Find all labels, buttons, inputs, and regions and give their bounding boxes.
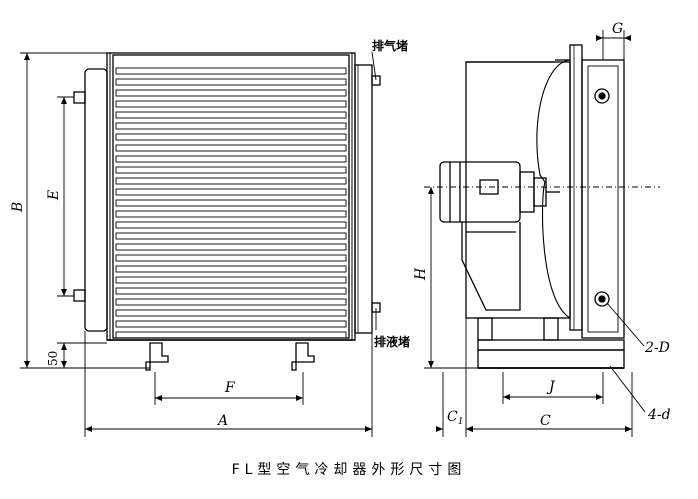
fin-row xyxy=(115,155,347,163)
upper-bolt-hole xyxy=(594,88,610,104)
base-channel xyxy=(477,349,625,369)
fin-row xyxy=(115,254,347,262)
fin-row xyxy=(115,232,347,240)
dim-E-label: E xyxy=(46,190,62,201)
fin-row xyxy=(115,177,347,185)
base-block-right xyxy=(543,317,559,341)
core-side xyxy=(569,44,583,331)
lower-bolt-hole xyxy=(594,291,610,307)
side-view xyxy=(439,44,625,369)
fin-row xyxy=(115,265,347,273)
right-header-box xyxy=(354,64,373,334)
nozzle-top xyxy=(73,91,86,104)
fan-shroud xyxy=(465,61,571,319)
dim-G-label: G xyxy=(612,21,623,37)
fin-row xyxy=(115,287,347,295)
side-dimensions xyxy=(424,30,660,437)
fin-rows xyxy=(115,67,347,339)
front-view xyxy=(73,52,381,371)
fan-blade xyxy=(536,59,571,319)
dim-F-label: F xyxy=(224,380,236,396)
dim-C-label: C xyxy=(540,413,551,429)
fin-row xyxy=(115,78,347,86)
motor-flange xyxy=(519,171,535,213)
dim-50-label: 50 xyxy=(46,351,60,366)
fin-row xyxy=(115,89,347,97)
foot-right xyxy=(291,342,315,371)
fin-row xyxy=(115,67,347,75)
dim-B-label: B xyxy=(10,202,26,213)
fin-row xyxy=(115,298,347,306)
fin-row xyxy=(115,199,347,207)
label-4d: 4-d xyxy=(647,407,671,423)
fin-row xyxy=(115,320,347,328)
dim-A-label: A xyxy=(216,413,228,429)
fin-row xyxy=(115,100,347,108)
left-header-box xyxy=(84,68,108,332)
fin-row xyxy=(115,133,347,141)
fin-row xyxy=(115,122,347,130)
label-vent-plug: 排气堵 xyxy=(372,38,408,53)
base-block-left xyxy=(477,317,493,341)
core-inner xyxy=(112,54,350,339)
vent-plug xyxy=(371,75,381,86)
fin-row xyxy=(115,210,347,218)
labels: 排气堵 排液堵 2-D 4-d B E 50 F A H G J C C1 FL… xyxy=(10,21,671,478)
fan-hub xyxy=(533,177,547,207)
fin-row xyxy=(115,111,347,119)
fin-row xyxy=(115,276,347,284)
motor-bracket xyxy=(461,222,521,311)
dim-C1-sub: 1 xyxy=(458,417,464,427)
dim-C1-label: C1 xyxy=(447,409,463,427)
fin-row xyxy=(115,309,347,317)
front-dimensions xyxy=(20,51,377,437)
nozzle-bottom xyxy=(73,289,86,302)
fin-row xyxy=(115,188,347,196)
fin-row xyxy=(115,221,347,229)
fin-row xyxy=(115,144,347,152)
base-plate xyxy=(477,339,625,351)
figure-caption: FL型空气冷却器外形尺寸图 xyxy=(232,462,467,478)
dim-H-label: H xyxy=(413,267,429,281)
label-2D: 2-D xyxy=(644,340,670,356)
fin-row xyxy=(115,166,347,174)
fin-row xyxy=(115,331,347,339)
dim-C1-base: C xyxy=(447,409,458,425)
fin-row xyxy=(115,243,347,251)
label-drain-plug: 排液堵 xyxy=(374,334,410,349)
foot-left xyxy=(145,342,169,371)
dim-J-label: J xyxy=(546,379,556,395)
